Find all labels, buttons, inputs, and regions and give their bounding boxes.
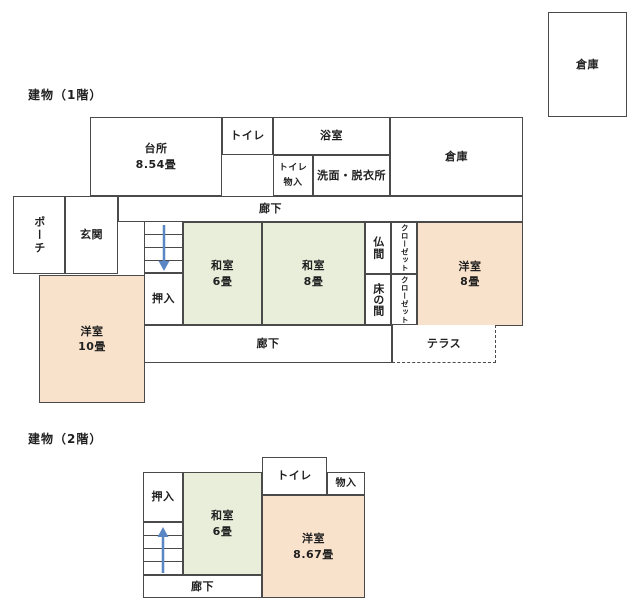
room-size: 8畳 xyxy=(460,275,480,288)
room-label: 和室 xyxy=(211,509,234,523)
room-size: 8.54畳 xyxy=(135,157,177,171)
room-washitsu8-1f: 和室 8畳 xyxy=(262,222,365,325)
room-size: 6畳 xyxy=(212,274,233,288)
corridor-2f: 廊下 xyxy=(143,575,262,598)
room-label: 和室 xyxy=(211,259,234,273)
room-size: 8畳 xyxy=(303,274,324,288)
room-oshiire-2f: 押入 xyxy=(143,472,183,522)
room-label: 倉庫 xyxy=(445,149,468,163)
room-label: 物入 xyxy=(283,177,303,188)
room-label: 浴室 xyxy=(320,129,343,143)
room-label: テラス xyxy=(426,336,462,350)
corridor-bottom-1f: 廊下 xyxy=(144,325,392,363)
room-entrance: 玄関 xyxy=(65,196,118,274)
room-tokonoma: 床の間 xyxy=(365,274,391,325)
stairs-down-arrow-icon xyxy=(158,225,169,271)
room-size: 10畳 xyxy=(78,340,106,353)
room-youshitsu10-1f: 洋室 10畳 xyxy=(39,275,145,403)
room-label: 床の間 xyxy=(371,283,385,316)
terrace: テラス xyxy=(392,325,496,363)
room-toilet-2f: トイレ xyxy=(262,457,327,495)
room-butsuma: 仏間 xyxy=(365,222,391,274)
room-size: 8.67畳 xyxy=(293,547,334,561)
room-label: 和室 xyxy=(302,259,325,273)
room-label: 洗面・脱衣所 xyxy=(317,168,386,182)
room-label: 倉庫 xyxy=(576,57,599,71)
room-label: 洋室 xyxy=(80,324,104,338)
room-label: ポーチ xyxy=(32,215,46,255)
room-kitchen: 台所 8.54畳 xyxy=(90,117,222,196)
room-label: 廊下 xyxy=(256,337,280,351)
room-closet-lower: クローゼット xyxy=(391,274,417,325)
room-label: トイレ xyxy=(230,129,265,143)
room-label: 台所 xyxy=(144,142,168,156)
room-washitsu6-2f: 和室 6畳 xyxy=(183,472,262,575)
stairs-2f xyxy=(143,522,183,575)
room-washroom: 洗面・脱衣所 xyxy=(313,155,390,196)
room-label: 廊下 xyxy=(259,202,282,216)
room-oshiire-1f: 押入 xyxy=(144,273,183,325)
room-label: トイレ xyxy=(277,469,312,483)
floor2-title: 建物（2階） xyxy=(28,432,103,446)
room-label: 洋室 xyxy=(458,259,482,273)
stairs-up-arrow-icon xyxy=(157,527,169,573)
room-label: 押入 xyxy=(151,490,175,504)
room-closet-upper: クローゼット xyxy=(391,222,417,274)
room-label: 洋室 xyxy=(302,532,325,546)
room-label: クローゼット xyxy=(400,275,410,324)
room-label: トイレ xyxy=(278,163,308,174)
floor1-title: 建物（1階） xyxy=(28,88,103,102)
room-monoire-2f: 物入 xyxy=(327,472,365,495)
room-label: 仏間 xyxy=(371,236,385,260)
room-outbuilding-storage: 倉庫 xyxy=(548,12,627,117)
room-porch: ポーチ xyxy=(13,196,65,274)
room-label: 廊下 xyxy=(191,579,214,593)
room-label: 物入 xyxy=(335,477,357,489)
room-label: クローゼット xyxy=(400,224,410,272)
room-toilet-1f: トイレ xyxy=(222,117,273,155)
room-youshitsu867-2f: 洋室 8.67畳 xyxy=(262,495,365,598)
corridor-top-1f: 廊下 xyxy=(118,196,523,222)
room-toilet-storage: トイレ 物入 xyxy=(273,155,313,196)
room-bath: 浴室 xyxy=(273,117,390,155)
room-label: 玄関 xyxy=(80,228,103,242)
stairs-1f xyxy=(144,221,183,273)
room-size: 6畳 xyxy=(212,524,233,538)
room-label: 押入 xyxy=(152,292,175,306)
room-washitsu6-1f: 和室 6畳 xyxy=(183,222,262,325)
room-youshitsu8-1f: 洋室 8畳 xyxy=(417,222,523,326)
room-storage-1f: 倉庫 xyxy=(390,117,523,196)
